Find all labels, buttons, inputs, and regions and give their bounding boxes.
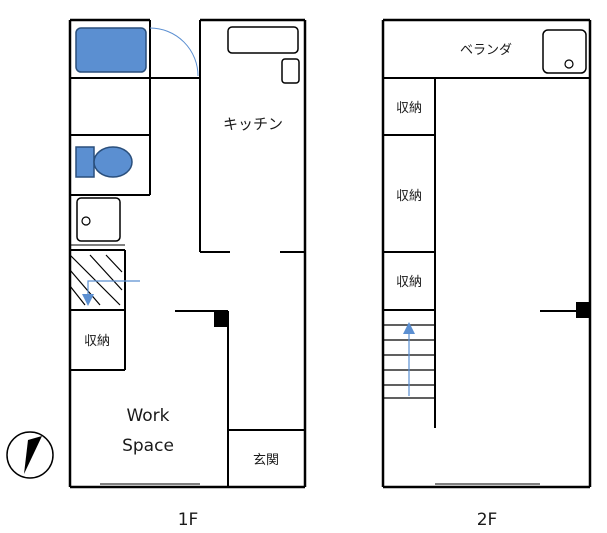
- workspace-label-line2: Space: [122, 436, 174, 456]
- kitchen-stove-icon: [281, 58, 300, 84]
- kitchen-walls: [199, 20, 305, 253]
- floor-1f: キッチン 収納 Work Space 玄関 1F: [68, 18, 307, 530]
- toilet-icon: [75, 146, 133, 178]
- entrance-walls: [227, 429, 305, 487]
- bathtub-icon: [75, 27, 147, 73]
- stairs-direction-arrow: [82, 280, 140, 306]
- washbasin-icon: [76, 197, 121, 242]
- storage-label-2f-low: 収納: [396, 275, 422, 290]
- veranda-label: ベランダ: [460, 43, 512, 58]
- stairs-1f: [69, 254, 123, 306]
- storage-label-2f-mid: 収納: [396, 189, 422, 204]
- structural-column-1f: [214, 311, 228, 327]
- kitchen-counter-icon: [227, 26, 299, 54]
- floor-2f: ベランダ 収納 収納 収納 2F: [381, 18, 592, 530]
- workspace-label-line1: Work: [126, 406, 169, 426]
- floor-2f-outer-walls: [381, 18, 592, 489]
- bathroom-walls: [70, 20, 200, 371]
- north-compass-icon: [6, 431, 54, 479]
- veranda-unit-icon: [542, 29, 587, 74]
- interior-partition: [175, 310, 229, 430]
- floor-1f-outer-walls: [68, 18, 307, 489]
- floor-2f-caption: 2F: [477, 510, 498, 530]
- storage-label-1f: 収納: [84, 334, 110, 349]
- floor-1f-caption: 1F: [178, 510, 199, 530]
- door-swing-icon: [149, 27, 199, 77]
- storage-label-2f-top: 収納: [396, 101, 422, 116]
- structural-column-2f: [576, 302, 590, 318]
- entrance-label: 玄関: [253, 453, 279, 468]
- kitchen-label: キッチン: [223, 115, 283, 133]
